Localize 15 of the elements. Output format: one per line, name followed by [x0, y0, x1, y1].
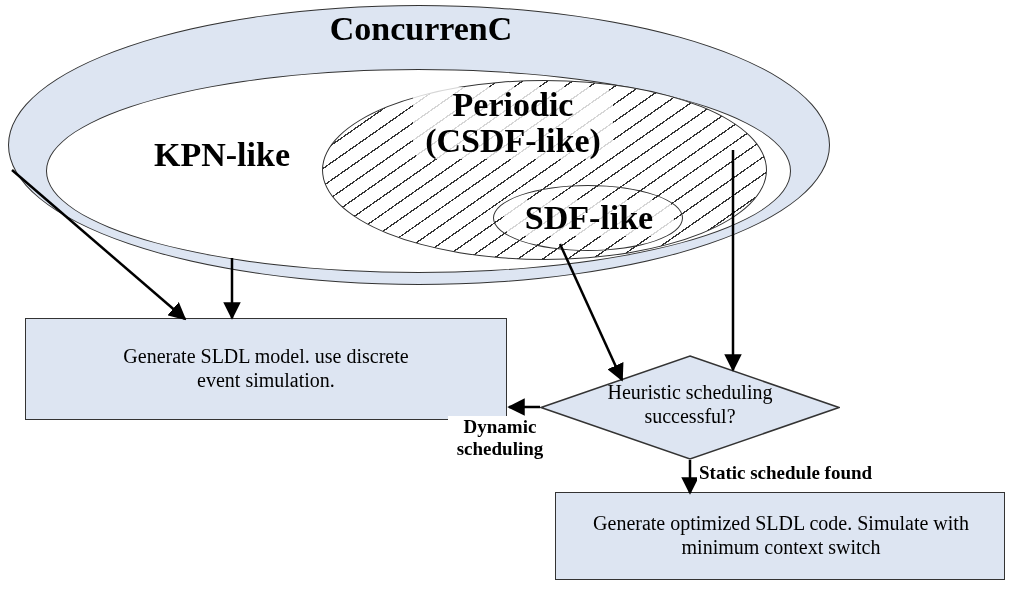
node-text: Generate optimized SLDL code. Simulate with minimum context switch — [592, 511, 970, 559]
node-text: Generate SLDL model. use discrete event simulation. — [122, 344, 410, 392]
arrow — [558, 243, 624, 382]
region-title: SDF-like — [504, 200, 674, 236]
arrow — [724, 150, 742, 372]
arrow — [681, 460, 699, 495]
process-box — [555, 492, 1005, 580]
arrow — [507, 398, 540, 416]
region-title: Periodic (CSDF-like) — [413, 87, 613, 159]
arrow — [11, 169, 187, 321]
arrow — [223, 258, 241, 320]
region-title: ConcurrenC — [328, 11, 514, 47]
region-title: KPN-like — [153, 137, 291, 173]
process-box — [25, 318, 507, 420]
node-text: Heuristic scheduling successful? — [606, 380, 774, 428]
